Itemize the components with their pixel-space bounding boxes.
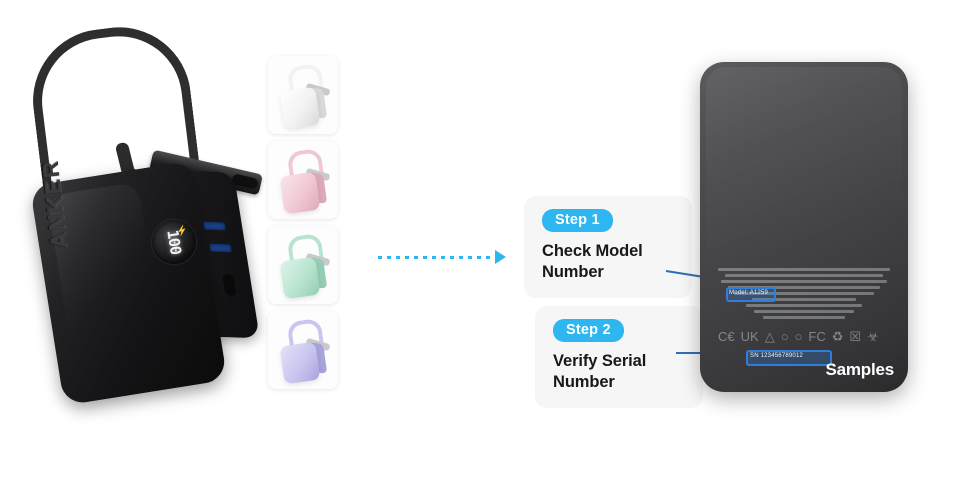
variant-body <box>279 341 321 385</box>
variant-body <box>279 86 321 130</box>
weee-bin-icon: ☒ <box>849 329 862 344</box>
variant-thumbnail-white[interactable] <box>268 56 338 134</box>
variant-thumbnail-mint[interactable] <box>268 226 338 304</box>
variant-thumbnail-pink[interactable] <box>268 141 338 219</box>
arrow-head <box>495 250 506 264</box>
regulatory-label-text <box>714 268 894 322</box>
circle-mark-icon: ○ <box>780 329 789 344</box>
recycling-mark-icon: ♻ <box>831 329 844 344</box>
hero-product-image: 100 ⚡ ANKER <box>24 19 278 422</box>
circle-mark-icon: ○ <box>794 329 803 344</box>
warning-triangle-icon: △ <box>764 329 775 344</box>
power-bank-back-view: C€ UK △ ○ ○ FC ♻ ☒ ☣ Model: A1259 SN 123… <box>700 62 908 392</box>
ce-mark-icon: C€ <box>718 329 735 344</box>
step-card-2: Step 2 Verify Serial Number <box>535 306 703 408</box>
step-1-title: Check Model Number <box>542 242 643 281</box>
step-2-title: Verify Serial Number <box>553 352 647 391</box>
dotted-right-arrow-icon <box>378 248 506 266</box>
certification-marks-row: C€ UK △ ○ ○ FC ♻ ☒ ☣ <box>718 330 894 343</box>
step-1-badge: Step 1 <box>542 209 613 233</box>
ukca-mark-icon: UK <box>740 329 759 344</box>
variant-thumbnail-purple[interactable] <box>268 311 338 389</box>
model-number-text: Model: A1259 <box>729 290 769 296</box>
model-number-highlight <box>726 287 776 302</box>
step-card-1: Step 1 Check Model Number <box>524 196 692 298</box>
color-variant-list <box>268 56 342 396</box>
variant-body <box>279 256 321 300</box>
samples-watermark: Samples <box>825 360 894 379</box>
fcc-mark-icon: FC <box>808 329 826 344</box>
step-2-badge: Step 2 <box>553 319 624 343</box>
arrow-dotted-line <box>378 255 493 259</box>
variant-body <box>279 171 321 215</box>
serial-number-text: SN 123456789012 <box>750 353 804 359</box>
usb-a-port-2 <box>209 243 232 253</box>
charging-bolt-icon: ⚡ <box>174 224 189 238</box>
battery-mark-icon: ☣ <box>867 329 879 344</box>
serial-number-highlight <box>746 350 832 366</box>
usb-a-port-1 <box>203 221 226 231</box>
